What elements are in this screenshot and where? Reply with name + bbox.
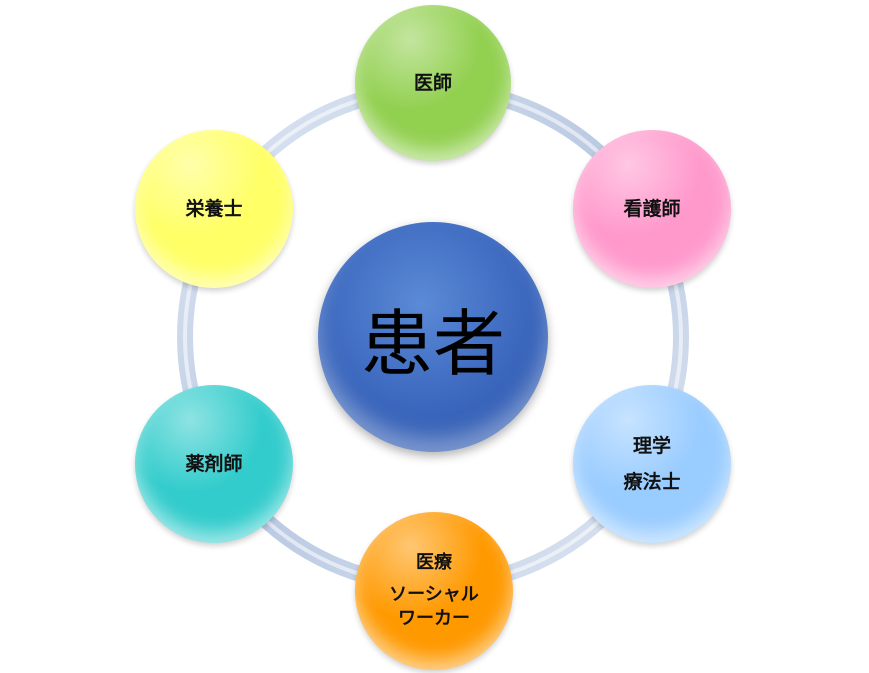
node-dietitian: 栄養士	[135, 130, 293, 288]
node-dietitian-label: 栄養士	[185, 198, 243, 220]
center-label: 患者	[360, 301, 505, 386]
node-pharmacist-label: 薬剤師	[185, 453, 243, 475]
node-medical-social-worker: 医療 ソーシャル ワーカー	[355, 512, 513, 670]
node-nurse: 看護師	[573, 130, 731, 288]
node-pt-label-2: 療法士	[623, 471, 681, 493]
node-doctor-label: 医師	[413, 72, 452, 94]
node-msw-label-1: 医療	[416, 552, 452, 573]
node-pt-label-1: 理学	[632, 435, 671, 457]
node-msw-label-3: ワーカー	[398, 608, 470, 629]
node-pharmacist: 薬剤師	[135, 385, 293, 543]
node-msw-label-2: ソーシャル	[389, 584, 479, 605]
node-physical-therapist: 理学 療法士	[573, 385, 731, 543]
node-nurse-label: 看護師	[623, 198, 681, 220]
node-doctor: 医師	[355, 5, 511, 161]
center-node-patient: 患者	[318, 222, 548, 452]
